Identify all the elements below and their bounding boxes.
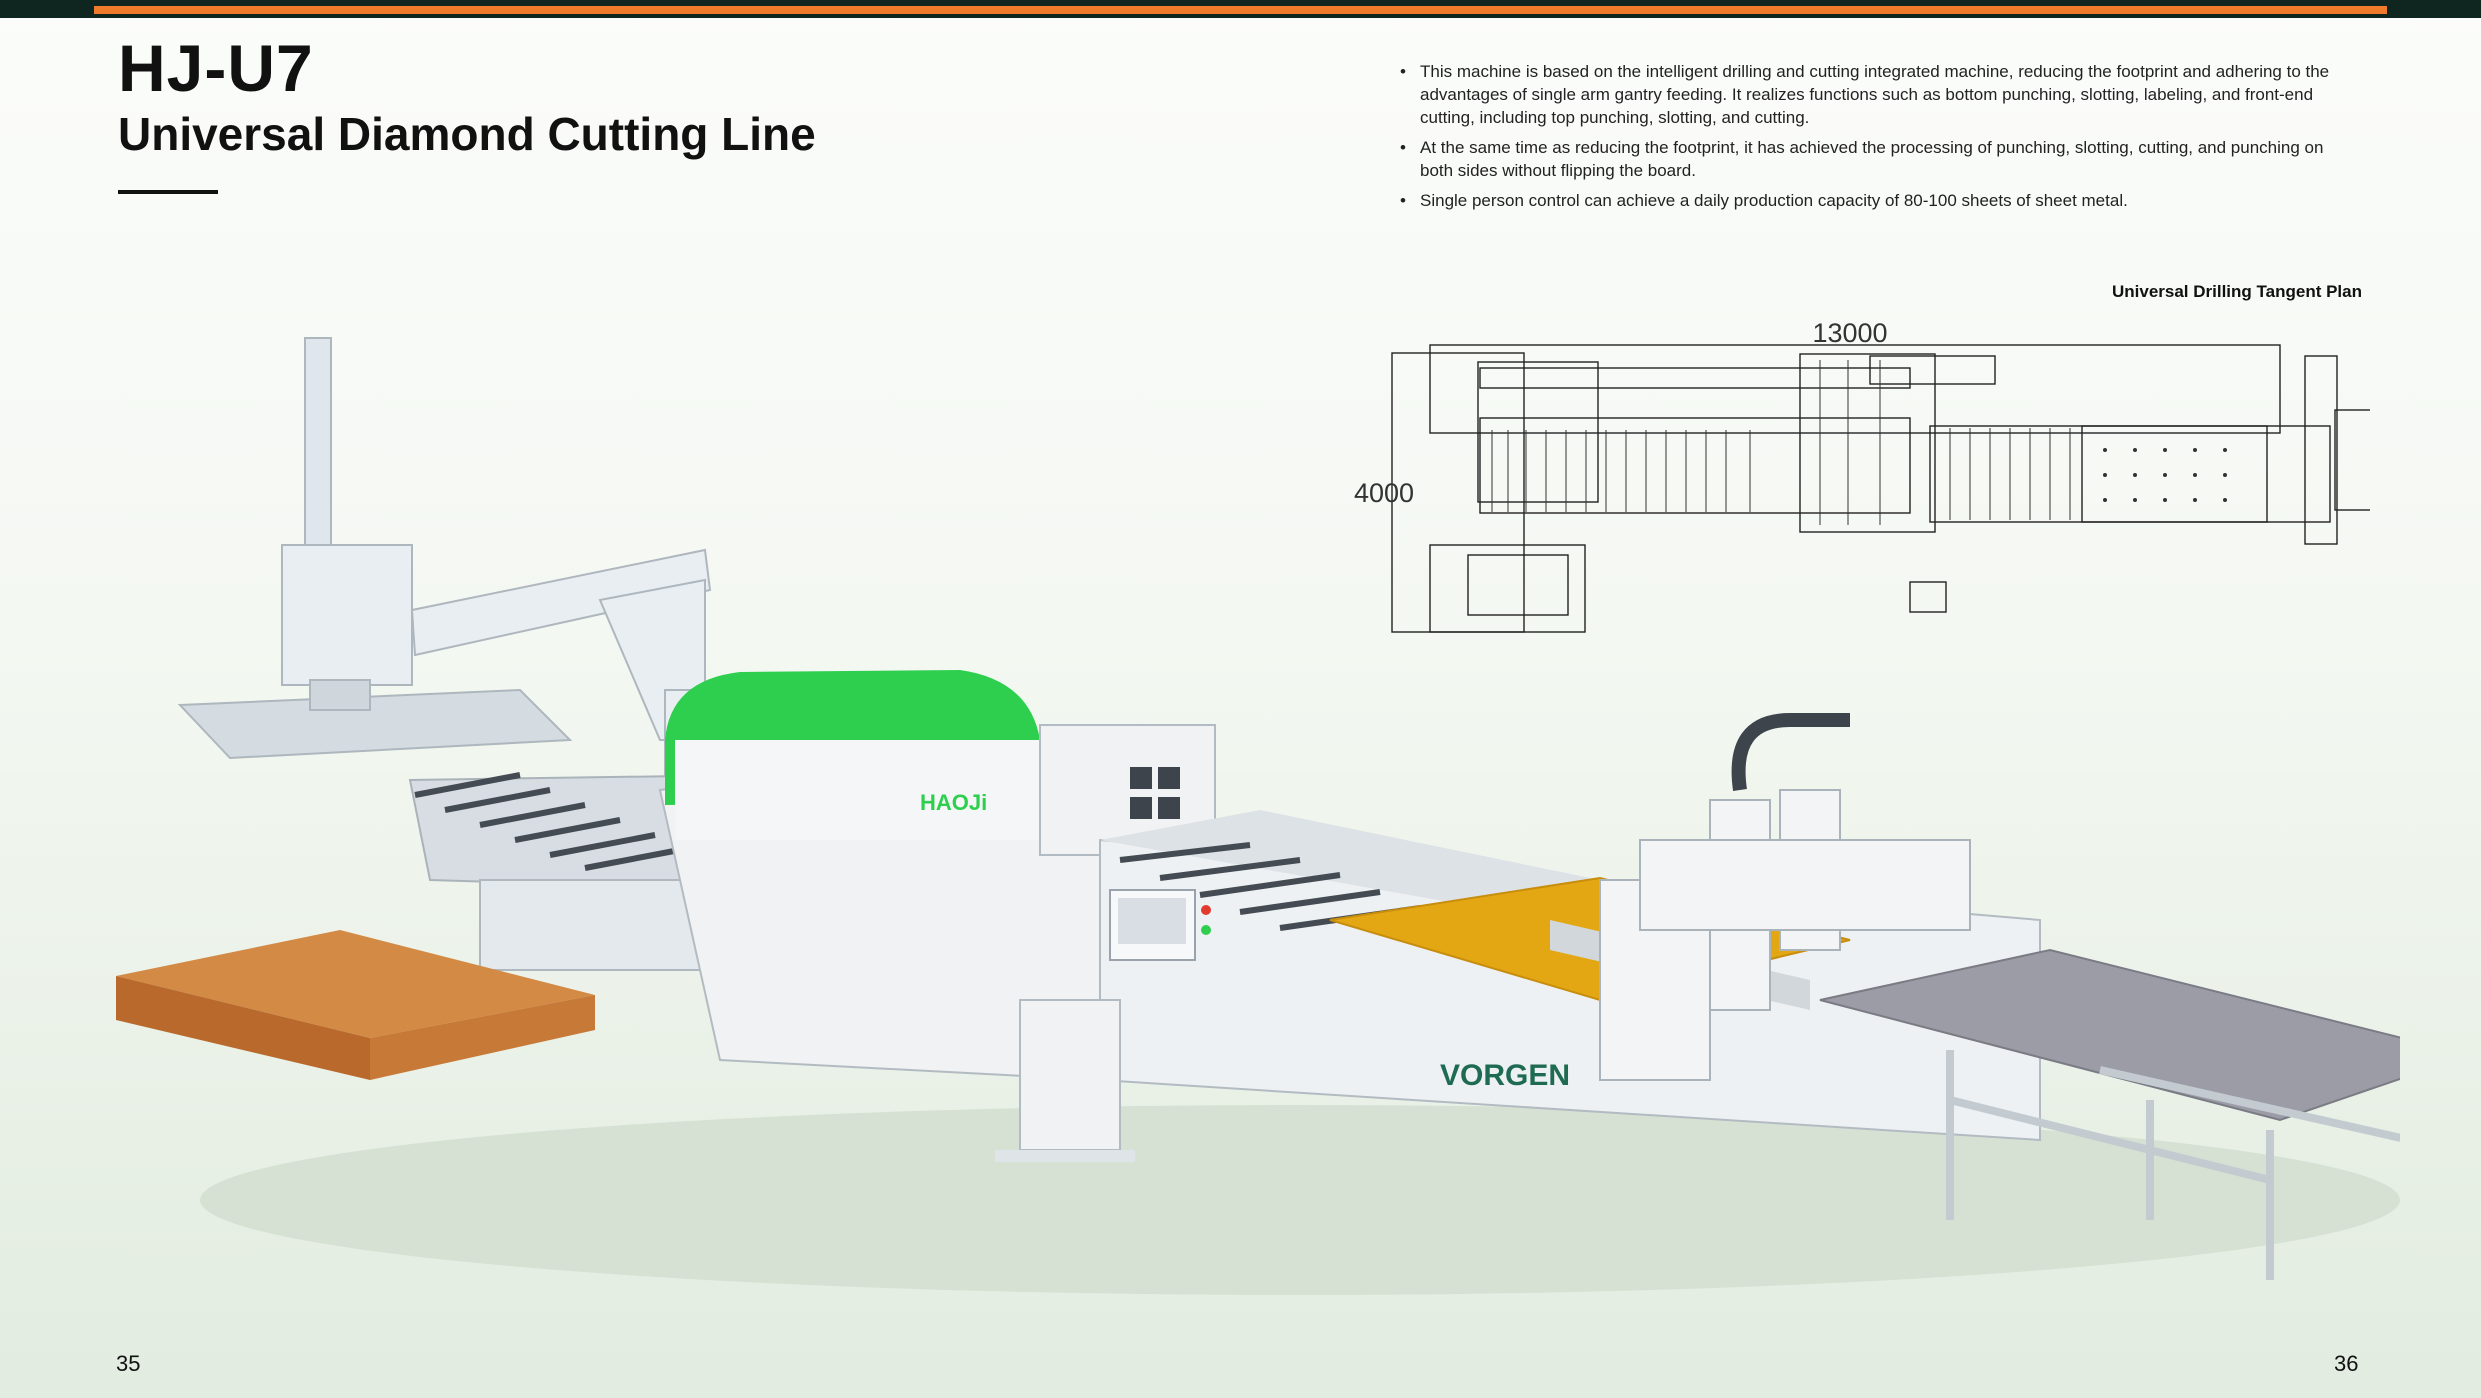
feature-text: This machine is based on the intelligent… — [1420, 62, 2330, 127]
wood-board-stack — [116, 930, 595, 1080]
plan-width-label: 4000 — [1354, 478, 1414, 508]
plan-loader-area — [1429, 544, 1586, 633]
plan-length-label: 13000 — [1812, 318, 1887, 348]
feature-item: • This machine is based on the intelligen… — [1400, 60, 2360, 129]
bullet: • — [1400, 138, 1406, 157]
control-panel — [995, 889, 1211, 1162]
product-subtitle: Universal Diamond Cutting Line — [118, 108, 816, 160]
page-number-right: 36 — [2334, 1351, 2359, 1376]
plan-envelope — [1429, 344, 2281, 434]
gantry-loader — [177, 337, 712, 811]
page-number-left: 35 — [116, 1351, 141, 1376]
cutting-head — [1599, 713, 1971, 1081]
feature-item: • At the same time as reducing the footpr… — [1400, 136, 2360, 182]
accent-stripe — [94, 6, 2387, 14]
model-title: HJ-U7 — [118, 31, 314, 105]
feature-list: • This machine is based on the intelligen… — [1400, 60, 2360, 219]
outfeed-table — [1819, 948, 2400, 1280]
machine-logo-text: HAOJi — [920, 790, 987, 815]
layout-plan-drawing: 13000 4000 — [1354, 318, 2370, 633]
plan-title: Universal Drilling Tangent Plan — [2111, 282, 2362, 301]
bullet: • — [1400, 62, 1406, 81]
feature-text: At the same time as reducing the footpri… — [1420, 138, 2324, 180]
machine-illustration: HAOJi VORGEN — [116, 337, 2400, 1295]
ground-shadow — [200, 1105, 2400, 1295]
bullet: • — [1400, 191, 1406, 210]
machine-brand-text: VORGEN — [1440, 1059, 1570, 1092]
plan-gantry — [1799, 353, 1936, 533]
feature-text: Single person control can achieve a dail… — [1420, 191, 2128, 210]
feature-item: • Single person control can achieve a dai… — [1400, 189, 2360, 212]
title-underline — [118, 190, 218, 194]
